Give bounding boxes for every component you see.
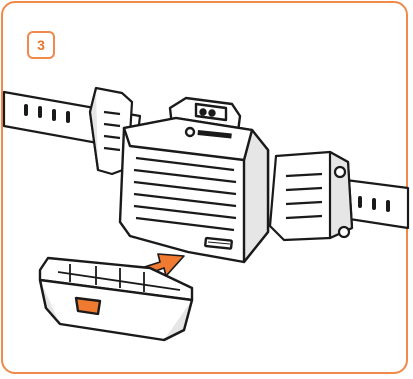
right-bracket — [270, 152, 352, 240]
device-body — [120, 98, 268, 262]
